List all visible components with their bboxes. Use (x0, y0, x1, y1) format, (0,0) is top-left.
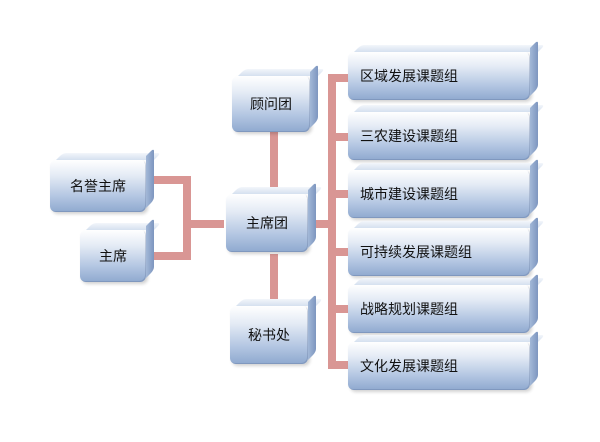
group-label-4: 可持续发展课题组 (360, 245, 472, 261)
group-label-6: 文化发展课题组 (360, 359, 458, 375)
group-label-2: 三农建设课题组 (360, 129, 458, 145)
connector-right-horizontal (312, 220, 336, 228)
advisory-group-label: 顾问团 (250, 97, 292, 113)
group-box-4: 可持续发展课题组 (348, 228, 530, 276)
secretariat-label: 秘书处 (248, 328, 290, 344)
connector-right-vertical (328, 74, 336, 369)
connector-group-1 (328, 74, 350, 82)
connector-group-6 (328, 361, 350, 369)
group-label-1: 区域发展课题组 (360, 69, 458, 85)
group-label-3: 城市建设课题组 (360, 187, 458, 203)
group-box-5: 战略规划课题组 (348, 285, 530, 333)
connector-secretariat (270, 254, 278, 306)
group-box-3: 城市建设课题组 (348, 170, 530, 218)
presidium-label: 主席团 (246, 216, 288, 232)
connector-advisory (270, 132, 278, 192)
chairman-box: 主席 (80, 230, 146, 282)
advisory-group-box: 顾问团 (232, 76, 310, 132)
connector-group-2 (328, 133, 350, 141)
honorary-chairman-label: 名誉主席 (70, 179, 126, 195)
connector-group-4 (328, 248, 350, 256)
group-box-6: 文化发展课题组 (348, 342, 530, 390)
connector-group-5 (328, 305, 350, 313)
secretariat-box: 秘书处 (230, 306, 308, 364)
connector-left-to-presidium (188, 220, 224, 228)
presidium-box: 主席团 (226, 194, 308, 252)
group-box-1: 区域发展课题组 (348, 52, 530, 100)
group-label-5: 战略规划课题组 (360, 302, 458, 318)
connector-group-3 (328, 190, 350, 198)
connector-chairman (152, 252, 188, 260)
group-box-2: 三农建设课题组 (348, 112, 530, 160)
connector-honorary (152, 176, 188, 184)
chairman-label: 主席 (99, 249, 127, 265)
connector-left-vertical (183, 176, 191, 260)
honorary-chairman-box: 名誉主席 (50, 160, 146, 212)
